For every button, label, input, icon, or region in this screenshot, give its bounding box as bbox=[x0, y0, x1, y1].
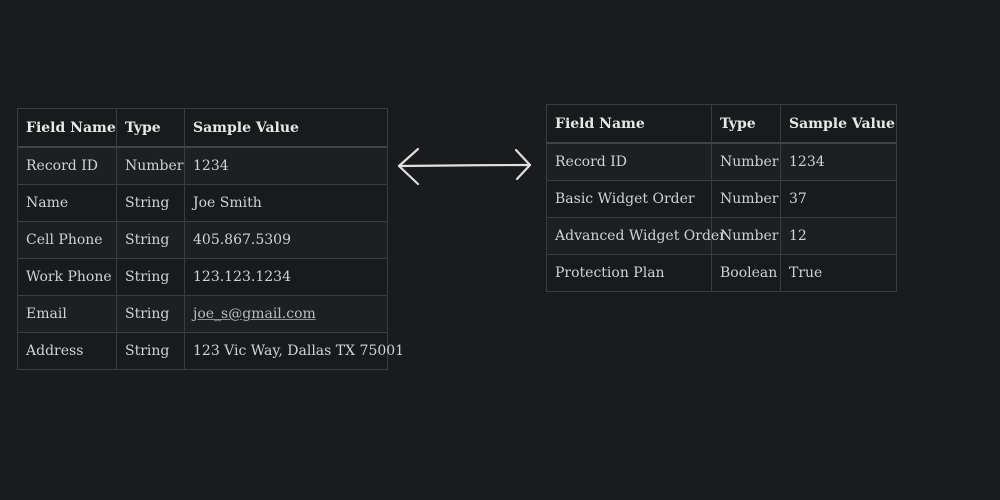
cell-sample-value: 405.867.5309 bbox=[184, 221, 388, 259]
double-headed-arrow-icon bbox=[397, 147, 532, 186]
column-header-field-name: Field Name bbox=[546, 104, 712, 144]
cell-sample-value: 1234 bbox=[184, 146, 388, 185]
table-header-row: Field Name Type Sample Value bbox=[546, 104, 897, 144]
cell-sample-value: joe_s@gmail.com bbox=[184, 295, 388, 333]
cell-sample-value: 123.123.1234 bbox=[184, 258, 388, 296]
cell-type: Number bbox=[711, 217, 781, 255]
cell-sample-value: True bbox=[780, 254, 897, 292]
cell-sample-value: 1234 bbox=[780, 142, 897, 181]
right-fields-table: Field Name Type Sample Value Record ID N… bbox=[546, 104, 897, 292]
table-row: Address String 123 Vic Way, Dallas TX 75… bbox=[17, 332, 404, 370]
cell-field-name: Basic Widget Order bbox=[546, 180, 712, 218]
cell-field-name: Address bbox=[17, 332, 117, 370]
table-row: Record ID Number 1234 bbox=[17, 146, 388, 185]
cell-field-name: Record ID bbox=[17, 146, 117, 185]
cell-field-name: Advanced Widget Order bbox=[546, 217, 726, 255]
column-header-field-name: Field Name bbox=[17, 108, 117, 148]
cell-type: String bbox=[116, 184, 185, 222]
cell-type: String bbox=[116, 332, 185, 370]
table-row: Protection Plan Boolean True bbox=[546, 254, 897, 292]
cell-type: String bbox=[116, 295, 185, 333]
table-row: Name String Joe Smith bbox=[17, 184, 388, 222]
left-fields-table: Field Name Type Sample Value Record ID N… bbox=[17, 108, 404, 370]
table-row: Advanced Widget Order Number 12 bbox=[546, 217, 897, 255]
table-row: Email String joe_s@gmail.com bbox=[17, 295, 388, 333]
cell-field-name: Record ID bbox=[546, 142, 712, 181]
cell-field-name: Protection Plan bbox=[546, 254, 712, 292]
table-row: Cell Phone String 405.867.5309 bbox=[17, 221, 388, 259]
cell-sample-value: 37 bbox=[780, 180, 897, 218]
cell-type: Boolean bbox=[711, 254, 781, 292]
cell-sample-value: 123 Vic Way, Dallas TX 75001 bbox=[184, 332, 404, 370]
table-row: Basic Widget Order Number 37 bbox=[546, 180, 897, 218]
column-header-type: Type bbox=[116, 108, 185, 148]
column-header-sample-value: Sample Value bbox=[780, 104, 897, 144]
cell-type: Number bbox=[711, 180, 781, 218]
cell-field-name: Cell Phone bbox=[17, 221, 117, 259]
table-header-row: Field Name Type Sample Value bbox=[17, 108, 388, 148]
table-row: Work Phone String 123.123.1234 bbox=[17, 258, 388, 296]
cell-field-name: Name bbox=[17, 184, 117, 222]
cell-type: String bbox=[116, 258, 185, 296]
cell-sample-value: Joe Smith bbox=[184, 184, 388, 222]
cell-type: Number bbox=[711, 142, 781, 181]
column-header-type: Type bbox=[711, 104, 781, 144]
cell-type: String bbox=[116, 221, 185, 259]
cell-field-name: Email bbox=[17, 295, 117, 333]
column-header-sample-value: Sample Value bbox=[184, 108, 388, 148]
table-row: Record ID Number 1234 bbox=[546, 142, 897, 181]
cell-field-name: Work Phone bbox=[17, 258, 117, 296]
cell-sample-value: 12 bbox=[780, 217, 897, 255]
cell-type: Number bbox=[116, 146, 185, 185]
email-link[interactable]: joe_s@gmail.com bbox=[193, 306, 316, 322]
